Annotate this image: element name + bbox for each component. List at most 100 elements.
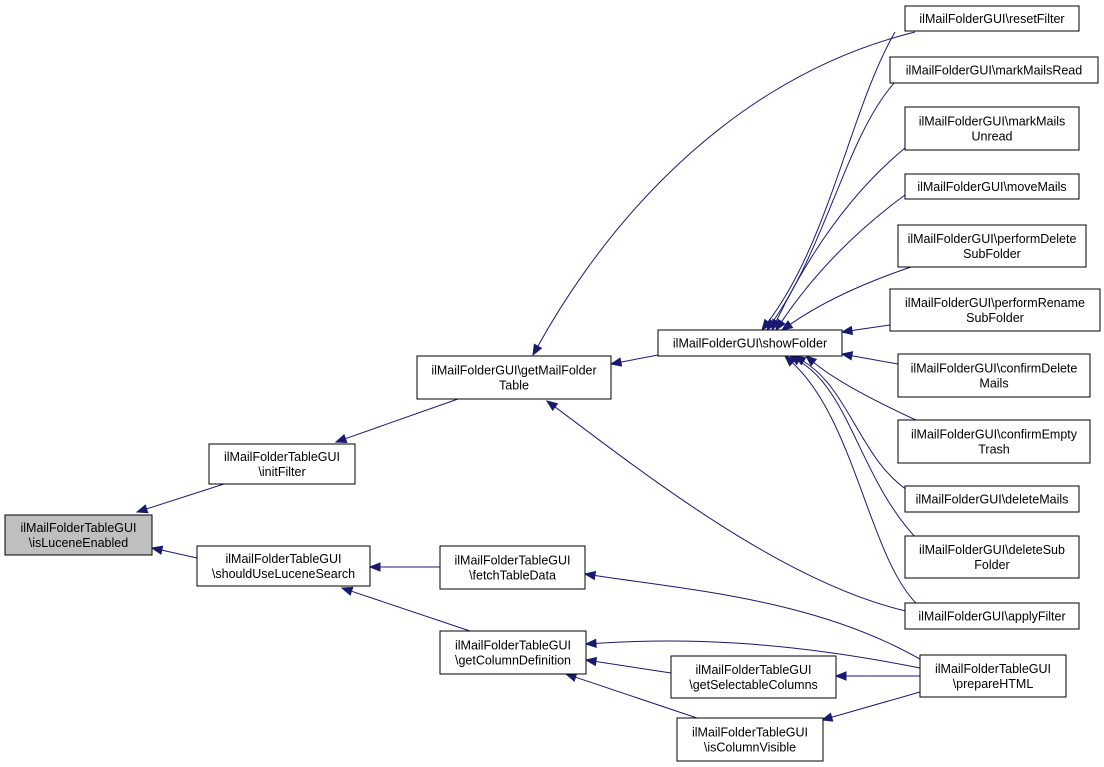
edge-shouldUseLuceneSearch-to-isLuceneEnabled — [150, 545, 198, 559]
edge-line — [767, 31, 896, 323]
edge-line — [789, 263, 921, 325]
arrowhead — [834, 671, 847, 681]
edge-prepareHTML-to-getSelectableColumns — [834, 671, 920, 681]
node-box — [889, 288, 1101, 332]
arrowhead — [545, 400, 559, 412]
arrowhead — [784, 355, 796, 367]
node-shouldUseLuceneSearch[interactable]: ilMailFolderTableGUI\shouldUseLuceneSear… — [196, 545, 371, 587]
arrowhead — [609, 357, 623, 367]
node-label-line: \getSelectableColumns — [689, 678, 818, 692]
node-label-line: Table — [499, 379, 529, 393]
edge-line — [554, 406, 921, 615]
edge-line — [781, 194, 906, 322]
node-fetchTableData[interactable]: ilMailFolderTableGUI\fetchTableData — [439, 545, 586, 590]
node-showFolder[interactable]: ilMailFolderGUI\showFolder — [657, 329, 843, 357]
node-label-line: ilMailFolderGUI\applyFilter — [918, 610, 1065, 624]
arrowhead — [840, 351, 854, 361]
edge-markMailsUnread-to-showFolder — [771, 147, 906, 332]
edge-getColumnDefinition-to-shouldUseLuceneSearch — [340, 586, 471, 632]
node-box — [897, 353, 1091, 398]
node-label-line: ilMailFolderGUI\confirmDelete — [911, 362, 1078, 376]
edge-line — [831, 691, 921, 718]
arrowhead — [368, 562, 381, 572]
edge-line — [146, 483, 225, 510]
node-label-line: ilMailFolderTableGUI — [454, 554, 570, 568]
edge-confirmDeleteMails-to-showFolder — [840, 351, 899, 365]
node-box — [4, 514, 153, 556]
node-moveMails[interactable]: ilMailFolderGUI\moveMails — [904, 173, 1080, 200]
node-markMailsRead[interactable]: ilMailFolderGUI\markMailsRead — [889, 56, 1099, 84]
edge-getMailFolderTable-to-initFilter — [334, 398, 459, 443]
edge-prepareHTML-to-isColumnVisible — [820, 691, 921, 722]
edge-confirmEmptyTrash-to-showFolder — [804, 355, 919, 422]
node-isColumnVisible[interactable]: ilMailFolderTableGUI\isColumnVisible — [676, 717, 824, 762]
node-label-line: ilMailFolderTableGUI — [692, 726, 808, 740]
node-box — [416, 355, 612, 400]
edge-resetFilter-to-getMailFolderTable — [532, 31, 916, 357]
node-box — [670, 655, 837, 699]
edge-line — [851, 355, 899, 365]
node-box — [439, 545, 586, 590]
arrowhead — [780, 320, 794, 331]
edge-line — [351, 590, 471, 632]
node-box — [889, 56, 1099, 84]
node-label-line: ilMailFolderGUI\deleteMails — [916, 493, 1069, 507]
node-prepareHTML[interactable]: ilMailFolderTableGUI\prepareHTML — [919, 654, 1067, 698]
node-box — [904, 485, 1080, 513]
edge-line — [575, 676, 698, 719]
node-resetFilter[interactable]: ilMailFolderGUI\resetFilter — [904, 5, 1080, 32]
node-label-line: SubFolder — [963, 247, 1021, 261]
edge-line — [792, 362, 919, 606]
node-label-line: \initFilter — [258, 465, 305, 479]
edge-line — [161, 549, 198, 559]
arrowhead — [340, 586, 354, 596]
node-box — [897, 224, 1087, 268]
edge-line — [798, 360, 919, 541]
arrowhead — [820, 712, 834, 722]
node-label-line: Trash — [978, 443, 1010, 457]
arrowhead — [564, 672, 578, 682]
edge-line — [594, 575, 926, 663]
arrowhead — [334, 434, 348, 443]
edge-performRenameSubFolder-to-showFolder — [840, 324, 891, 336]
node-box — [904, 173, 1080, 200]
edge-prepareHTML-to-fetchTableData — [583, 570, 926, 663]
edge-showFolder-to-getMailFolderTable — [609, 354, 659, 367]
node-label-line: ilMailFolderGUI\getMailFolder — [431, 364, 596, 378]
node-initFilter[interactable]: ilMailFolderTableGUI\initFilter — [208, 443, 356, 485]
node-deleteMails[interactable]: ilMailFolderGUI\deleteMails — [904, 485, 1080, 513]
node-label-line: ilMailFolderGUI\markMailsRead — [906, 64, 1082, 78]
edge-line — [595, 640, 921, 669]
node-label-line: \getColumnDefinition — [455, 654, 571, 668]
node-label-line: ilMailFolderGUI\moveMails — [917, 180, 1066, 194]
node-box — [904, 535, 1080, 579]
node-label-line: \fetchTableData — [469, 569, 556, 583]
edge-line — [620, 354, 659, 363]
edge-getSelectableColumns-to-getColumnDefinition — [584, 656, 672, 674]
node-box — [919, 654, 1067, 698]
node-box — [676, 717, 824, 762]
node-label-line: ilMailFolderGUI\performRename — [905, 296, 1085, 310]
nodes-layer: ilMailFolderTableGUI\isLuceneEnabledilMa… — [4, 5, 1101, 762]
node-label-line: ilMailFolderTableGUI — [224, 450, 340, 464]
node-label-line: ilMailFolderGUI\performDelete — [908, 232, 1077, 246]
arrowhead — [584, 656, 598, 667]
node-getColumnDefinition[interactable]: ilMailFolderTableGUI\getColumnDefinition — [439, 630, 587, 675]
edge-prepareHTML-to-getColumnDefinition — [584, 638, 921, 669]
edge-line — [537, 31, 916, 347]
edge-applyFilter-to-showFolder — [784, 355, 919, 606]
node-getSelectableColumns[interactable]: ilMailFolderTableGUI\getSelectableColumn… — [670, 655, 837, 699]
node-label-line: \shouldUseLuceneSearch — [212, 567, 355, 581]
node-label-line: ilMailFolderTableGUI — [20, 521, 136, 535]
node-applyFilter[interactable]: ilMailFolderGUI\applyFilter — [904, 602, 1080, 630]
node-box — [904, 5, 1080, 32]
node-label-line: ilMailFolderGUI\confirmEmpty — [911, 428, 1078, 442]
